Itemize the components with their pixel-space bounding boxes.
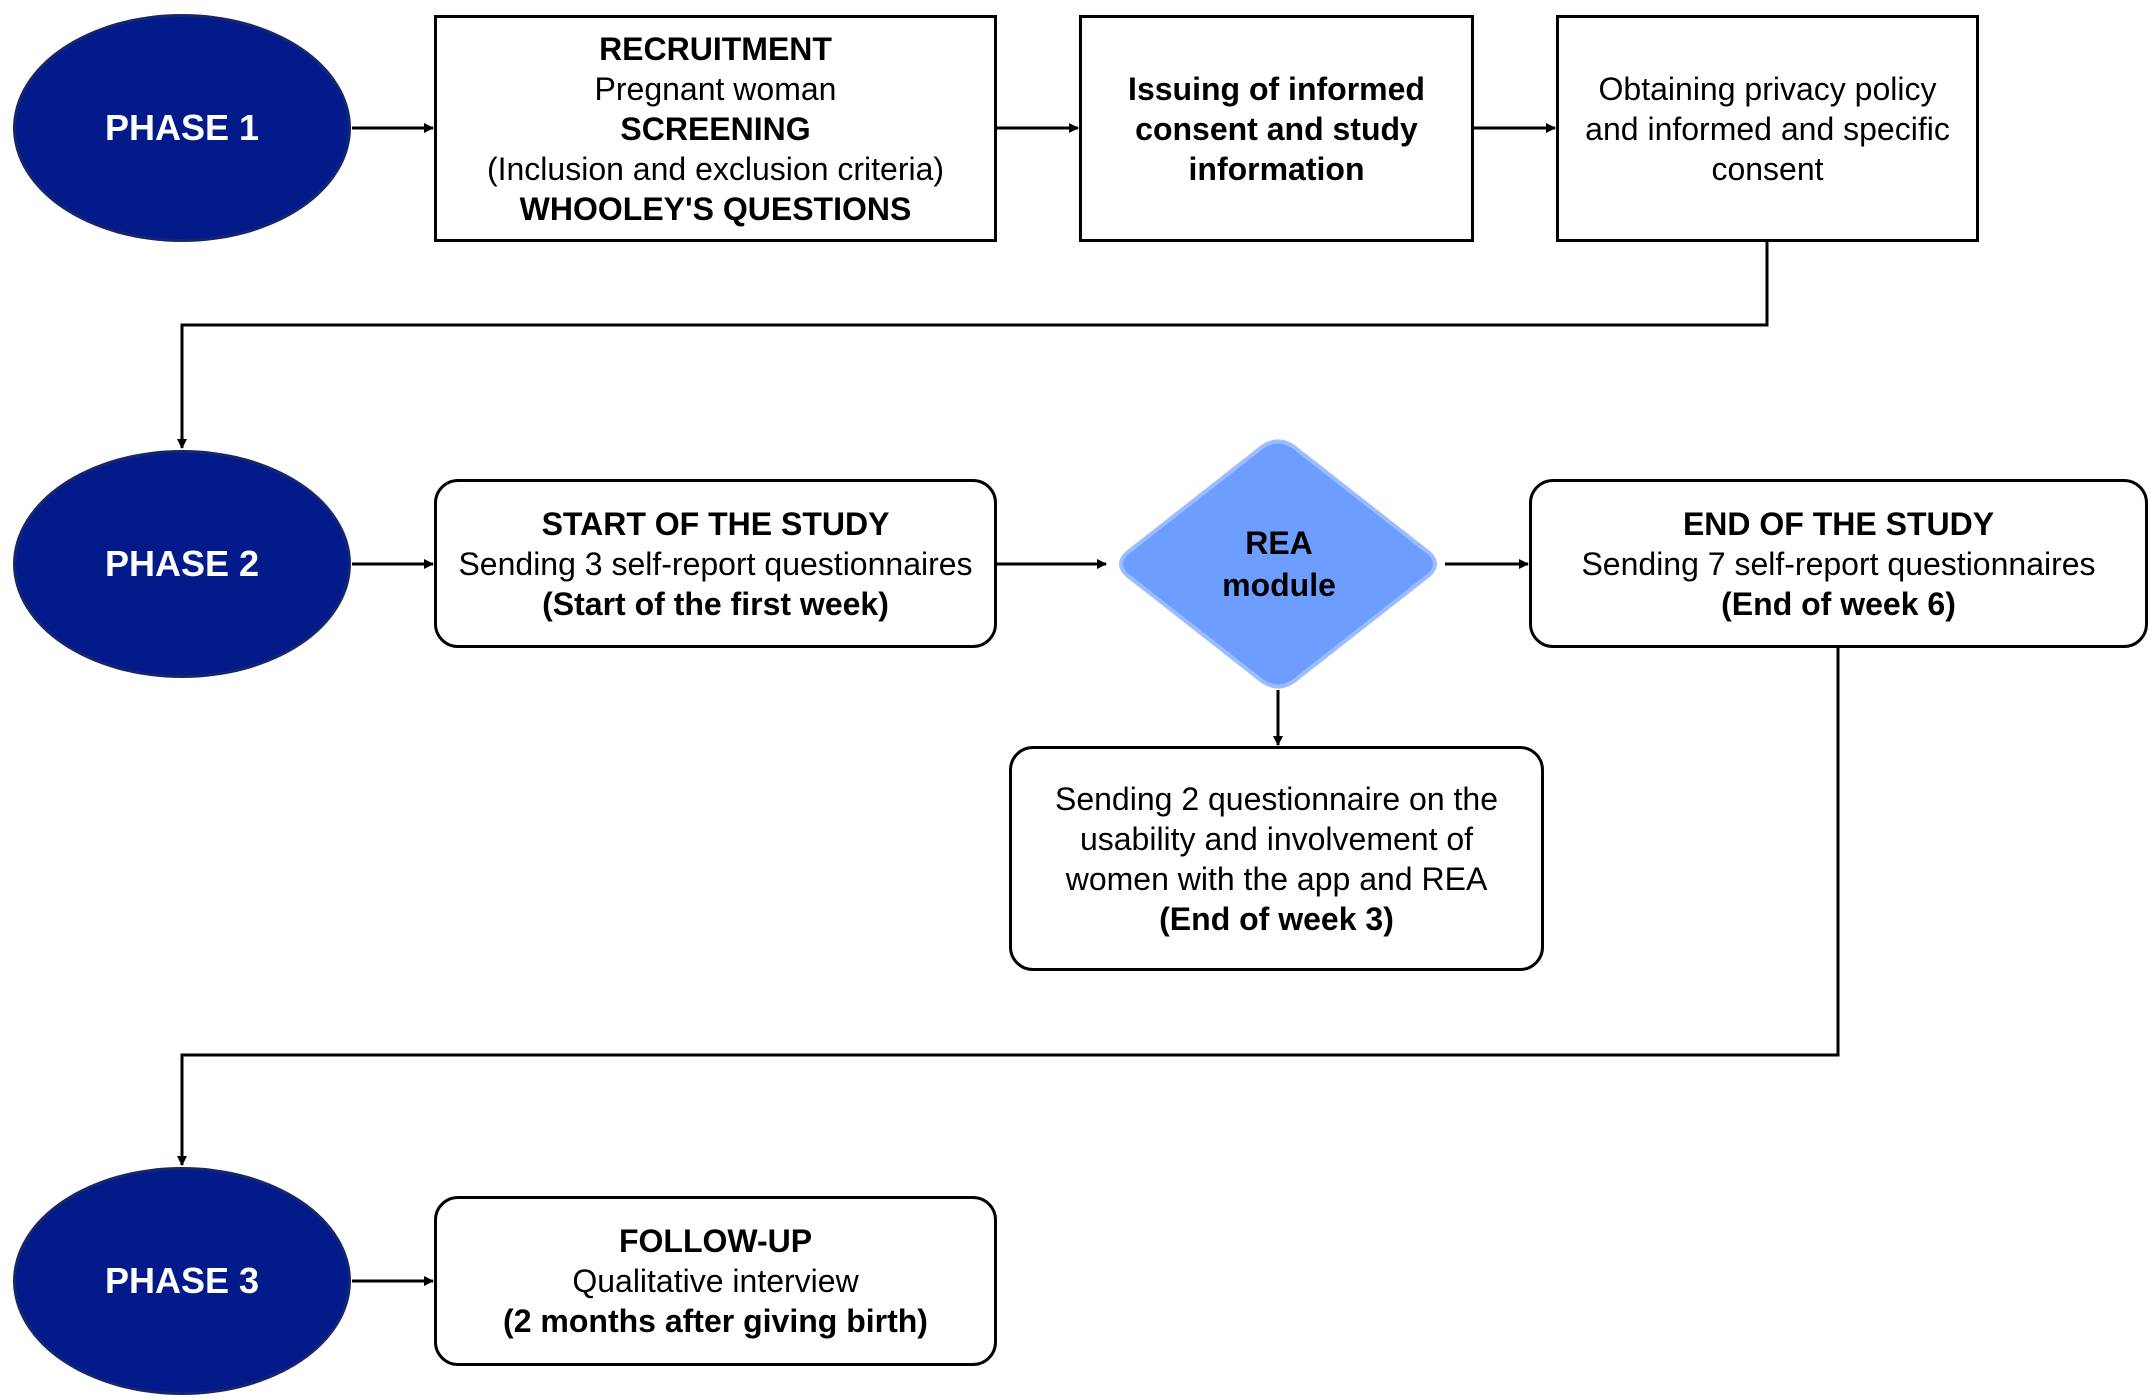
rea-module-diamond (1119, 439, 1437, 689)
usability-timing: (End of week 3) (1159, 900, 1394, 937)
arrow-privacy-to-phase2 (177, 242, 1769, 449)
usability-line-3: women with the app and REA (1065, 860, 1488, 897)
recruitment-subtitle: Pregnant woman (594, 70, 837, 107)
end-timing: (End of week 6) (1721, 585, 1956, 622)
consent-line-2: consent and study (1135, 110, 1418, 147)
end-title: END OF THE STUDY (1682, 505, 1995, 542)
phase-2-node: PHASE 2 (13, 450, 351, 678)
informed-consent-step: Issuing of informed consent and study in… (1079, 15, 1474, 242)
rea-module-line-1: REA (1245, 525, 1313, 561)
privacy-line-3: consent (1711, 150, 1824, 187)
usability-line-2: usability and involvement of (1079, 820, 1474, 857)
usability-line-1: Sending 2 questionnaire on the (1054, 780, 1498, 817)
start-title: START OF THE STUDY (541, 505, 890, 542)
start-detail: Sending 3 self-report questionnaires (458, 545, 973, 582)
followup-detail: Qualitative interview (572, 1263, 859, 1299)
end-detail: Sending 7 self-report questionnaires (1581, 545, 2096, 582)
arrow-end-to-phase3 (177, 648, 1840, 1166)
consent-line-3: information (1188, 150, 1365, 187)
phase-1-node: PHASE 1 (13, 14, 351, 242)
consent-line-1: Issuing of informed (1128, 70, 1425, 107)
followup-title: FOLLOW-UP (618, 1223, 813, 1259)
phase-2-label: PHASE 2 (104, 543, 260, 584)
screening-title: SCREENING (620, 110, 811, 147)
screening-criteria: (Inclusion and exclusion criteria) (486, 150, 945, 187)
phase-1-label: PHASE 1 (104, 107, 260, 148)
recruitment-title: RECRUITMENT (599, 30, 832, 67)
rea-module-label: REA module (1120, 446, 1438, 682)
start-of-study-step: START OF THE STUDY Sending 3 self-report… (434, 479, 997, 648)
usability-questionnaire-step: Sending 2 questionnaire on the usability… (1009, 746, 1544, 971)
privacy-line-1: Obtaining privacy policy (1598, 70, 1937, 107)
privacy-line-2: and informed and specific (1585, 110, 1950, 147)
phase-3-node: PHASE 3 (13, 1167, 351, 1395)
whooley-questions: WHOOLEY'S QUESTIONS (519, 190, 912, 227)
follow-up-step: FOLLOW-UP Qualitative interview (2 month… (434, 1196, 997, 1366)
rea-module-line-2: module (1222, 567, 1336, 603)
followup-timing: (2 months after giving birth) (503, 1303, 928, 1339)
recruitment-step: RECRUITMENT Pregnant woman SCREENING (In… (434, 15, 997, 242)
privacy-policy-step: Obtaining privacy policy and informed an… (1556, 15, 1979, 242)
start-timing: (Start of the first week) (542, 585, 889, 622)
end-of-study-step: END OF THE STUDY Sending 7 self-report q… (1529, 479, 2148, 648)
phase-3-label: PHASE 3 (104, 1260, 260, 1301)
